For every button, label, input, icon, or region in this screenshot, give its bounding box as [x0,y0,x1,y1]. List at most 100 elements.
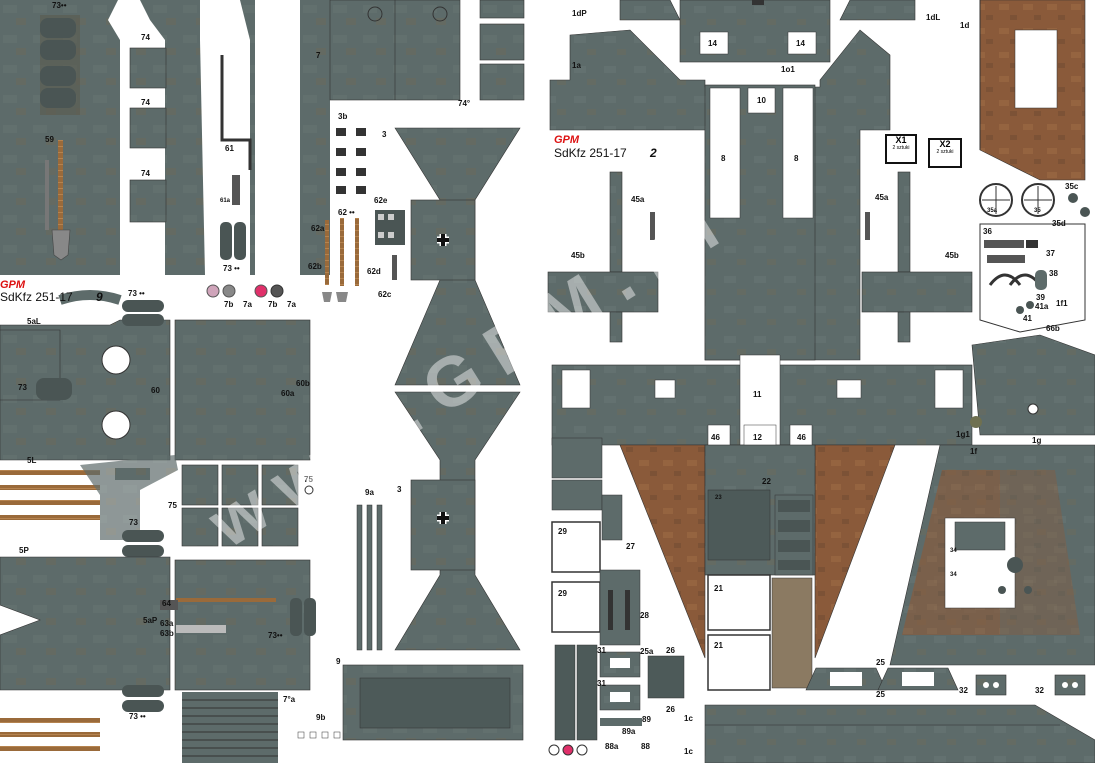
part-label: 5aP [143,616,158,625]
part-label: 61a [220,198,231,204]
part-label: 12 [753,433,762,442]
part-45-left [547,171,659,343]
part-label: 88a [605,742,619,751]
x1-marker: X1 2 sztuki [885,134,917,164]
part-label: 34 [950,548,957,554]
part-label: 1g1 [956,430,970,439]
part-36-panel [979,223,1086,333]
jerrycan-rack [40,18,76,108]
x2-note: 2 sztuki [936,148,954,155]
part-label: 34 [950,572,957,578]
brand-logo-left: GPM [0,279,26,291]
rifles-5L [0,455,178,557]
part-label: 35 [1034,208,1041,214]
part-label: 74 [141,98,150,107]
x1-code: X1 [895,135,907,145]
part-label: 73 [129,518,138,527]
part-label: 35a [987,208,998,214]
part-label: 29 [558,589,567,598]
part-label: 8 [794,154,799,163]
part-label: 21 [714,584,723,593]
part-label: 8 [721,154,726,163]
part-label: 61 [225,144,234,153]
part-label: 60b [296,379,310,388]
part-label: 62b [308,262,322,271]
part-3b-grid [336,128,366,194]
part-label: 14 [796,39,805,48]
part-label: 38 [1049,269,1058,278]
left-sheet-graphics [0,0,525,763]
part-label: 73•• [52,1,67,10]
part-label: 7b [268,300,278,309]
sheet-number-right: 2 [650,146,657,160]
part-label: 45b [571,251,585,260]
part-label: 1a [572,61,581,70]
x1-note: 2 sztuki [892,144,910,151]
part-label: 45a [631,195,645,204]
x2-code: X2 [939,139,951,149]
part-label: 74 [141,169,150,178]
lamp-7b [206,284,220,298]
brand-logo-right: GPM [554,134,580,146]
part-label: 27 [626,542,635,551]
part-label: 73 [18,383,27,392]
parts-sheet-left: GPM SdKfz 251-17 9 73•• 74 74 74 59 61 6… [0,0,540,763]
part-label: 45a [875,193,889,202]
part-label: 37 [1046,249,1055,258]
part-label: 31 [597,646,606,655]
part-label: 35d [1052,219,1066,228]
part-label: 9a [365,488,374,497]
part-label: 32 [959,686,968,695]
part-23-panel [707,489,814,691]
part-label: 62e [374,196,388,205]
part-1d [979,0,1086,181]
steering-wheels-35 [979,183,1090,217]
tools-62 [322,210,405,302]
part-1g [971,334,1095,436]
part-32 [975,674,1007,696]
part-label: 9b [316,713,326,722]
part-label: 75 [168,501,177,510]
model-title-left: SdKfz 251-17 [0,290,73,304]
part-label: 25 [876,658,885,667]
part-label: 1dP [572,9,587,18]
part-label: 73 •• [129,712,146,721]
part-label: 35c [1065,182,1079,191]
part-label: 62d [367,267,381,276]
part-label: 1f [970,447,978,456]
part-label: 9 [336,657,341,666]
part-75-grid [181,464,314,547]
part-label: 63b [160,629,174,638]
part-label: 7°a [283,695,296,704]
part-label: 1c [684,714,693,723]
part-label: 14 [708,39,717,48]
part-label: 46 [797,433,806,442]
part-label: 22 [762,477,771,486]
sheet-number-left: 9 [96,290,103,304]
part-label: 60a [281,389,295,398]
hull-lower-plate [551,354,973,454]
part-45-right [861,171,973,343]
part-label: 26 [666,646,675,655]
part-label: 62c [378,290,392,299]
part-label: 23 [715,495,722,501]
part-label: 74 [141,33,150,42]
part-label: 41 [1023,314,1032,323]
part-label: 89 [642,715,651,724]
part-label: 1d [960,21,970,30]
part-label: 5L [27,456,37,465]
part-label: 89a [622,727,636,736]
side-panel-5P [0,556,316,751]
part-label: 59 [45,135,54,144]
part-label: 11 [753,390,762,399]
hull-plate-1a [549,29,891,361]
part-label: 1g [1032,436,1042,445]
part-label: 7 [316,51,321,60]
part-label: 46 [711,433,720,442]
part-label: 63a [160,619,174,628]
part-label: 88 [641,742,650,751]
part-label: 73 •• [128,289,145,298]
part-1f [889,444,1095,666]
part-label: 62 •• [338,208,355,217]
right-sheet-graphics [547,0,1095,763]
